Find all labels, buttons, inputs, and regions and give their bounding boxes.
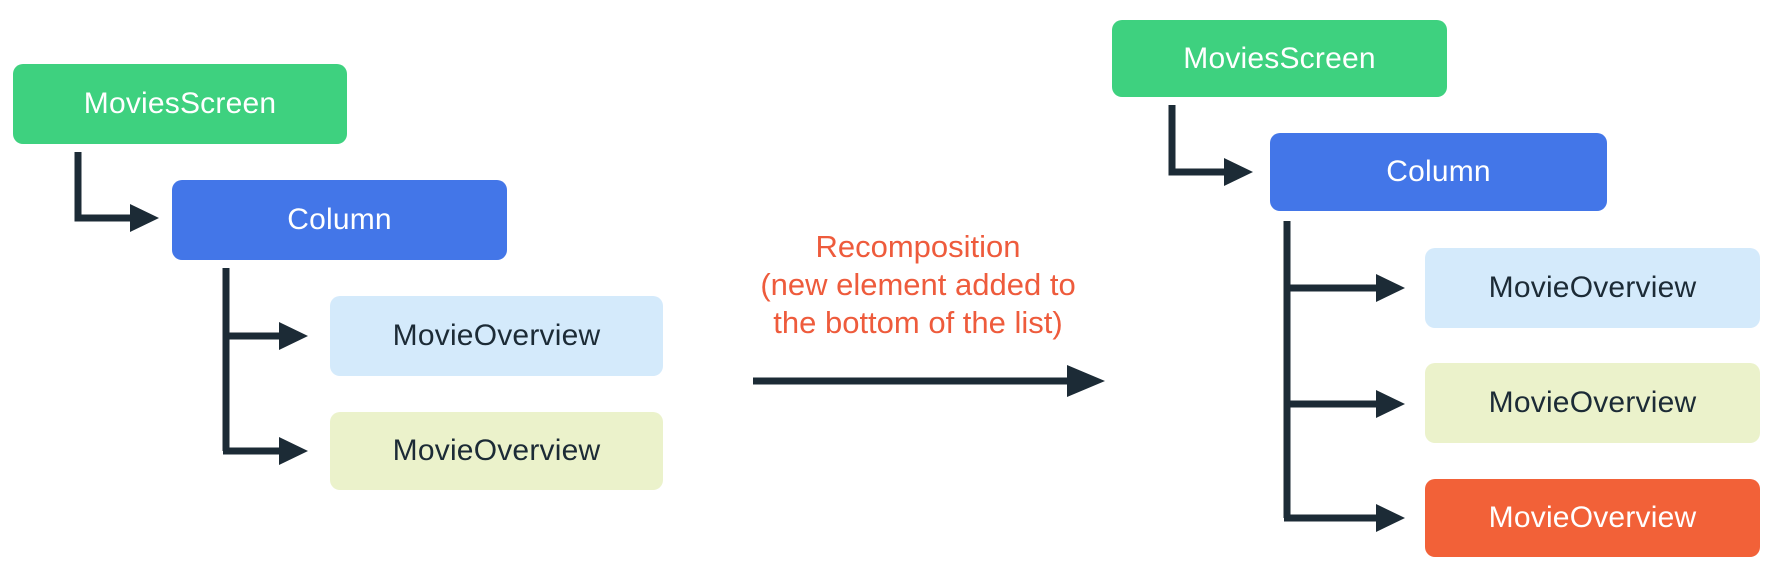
right-root-to-column-arrow <box>1168 105 1253 186</box>
left-tree-column-node: Column <box>172 180 507 260</box>
recomposition-arrow <box>753 365 1105 397</box>
left-column-to-children-arrows <box>222 268 308 465</box>
annotation-line-3: the bottom of the list) <box>773 305 1063 340</box>
annotation-line-1: Recomposition <box>815 229 1021 264</box>
left-tree-child-node-1: MovieOverview <box>330 296 663 376</box>
right-tree-child-node-1: MovieOverview <box>1425 248 1760 328</box>
left-tree-child-node-2: MovieOverview <box>330 412 663 490</box>
left-tree-root-node: MoviesScreen <box>13 64 347 144</box>
recomposition-annotation: Recomposition (new element added to the … <box>718 228 1118 342</box>
right-tree-new-child-node-3: MovieOverview <box>1425 479 1760 557</box>
right-tree-root-node: MoviesScreen <box>1112 20 1447 97</box>
right-tree-child-node-2: MovieOverview <box>1425 363 1760 443</box>
annotation-line-2: (new element added to <box>760 267 1076 302</box>
right-column-to-children-arrows <box>1283 221 1405 532</box>
right-tree-column-node: Column <box>1270 133 1607 211</box>
left-root-to-column-arrow <box>74 152 159 232</box>
